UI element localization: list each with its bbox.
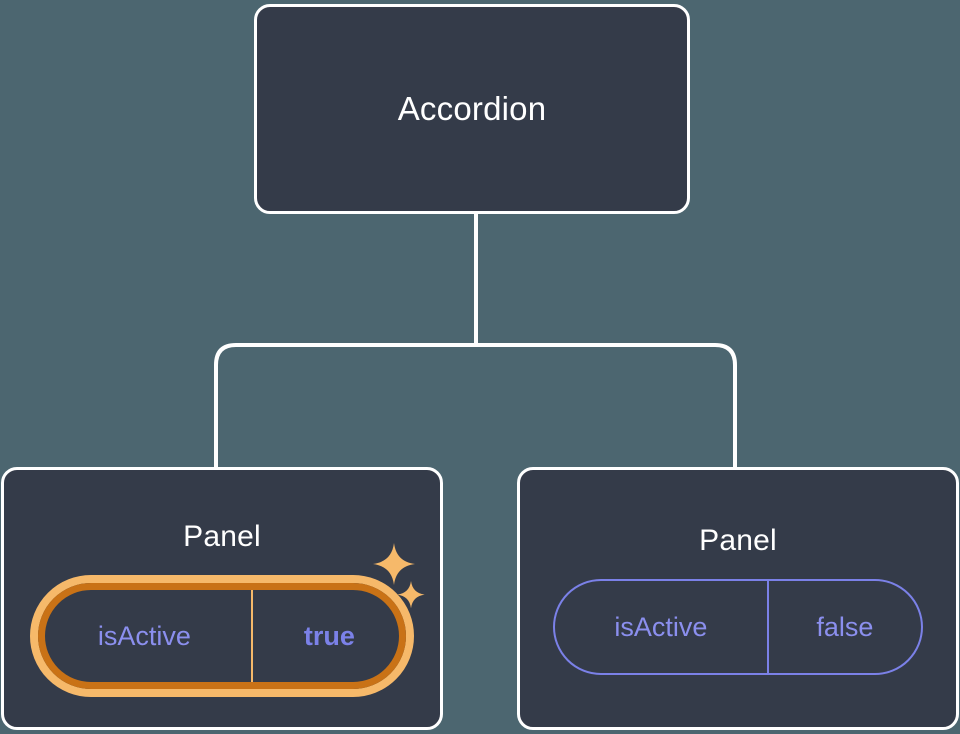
node-panel-active-title: Panel (183, 520, 261, 553)
prop-pill-inactive-wrapper: isActive false (553, 579, 923, 675)
prop-pill-active-wrapper: isActive true (30, 543, 425, 697)
prop-pill-is-active[interactable]: isActive true (30, 575, 414, 697)
node-accordion[interactable]: Accordion (254, 4, 690, 214)
prop-pill-active-value: true (303, 620, 355, 651)
prop-pill-is-active-false[interactable]: isActive false (553, 579, 923, 675)
node-panel-active[interactable]: Panel isActive true (1, 467, 443, 730)
node-accordion-title: Accordion (397, 90, 547, 127)
connector-branch-bus (214, 343, 737, 467)
prop-pill-inactive-key: isActive (555, 581, 769, 673)
node-panel-inactive-title: Panel (699, 524, 777, 557)
prop-pill-active-key: isActive (38, 583, 253, 689)
node-panel-inactive[interactable]: Panel isActive false (517, 467, 959, 730)
prop-pill-inactive-value: false (816, 611, 874, 642)
